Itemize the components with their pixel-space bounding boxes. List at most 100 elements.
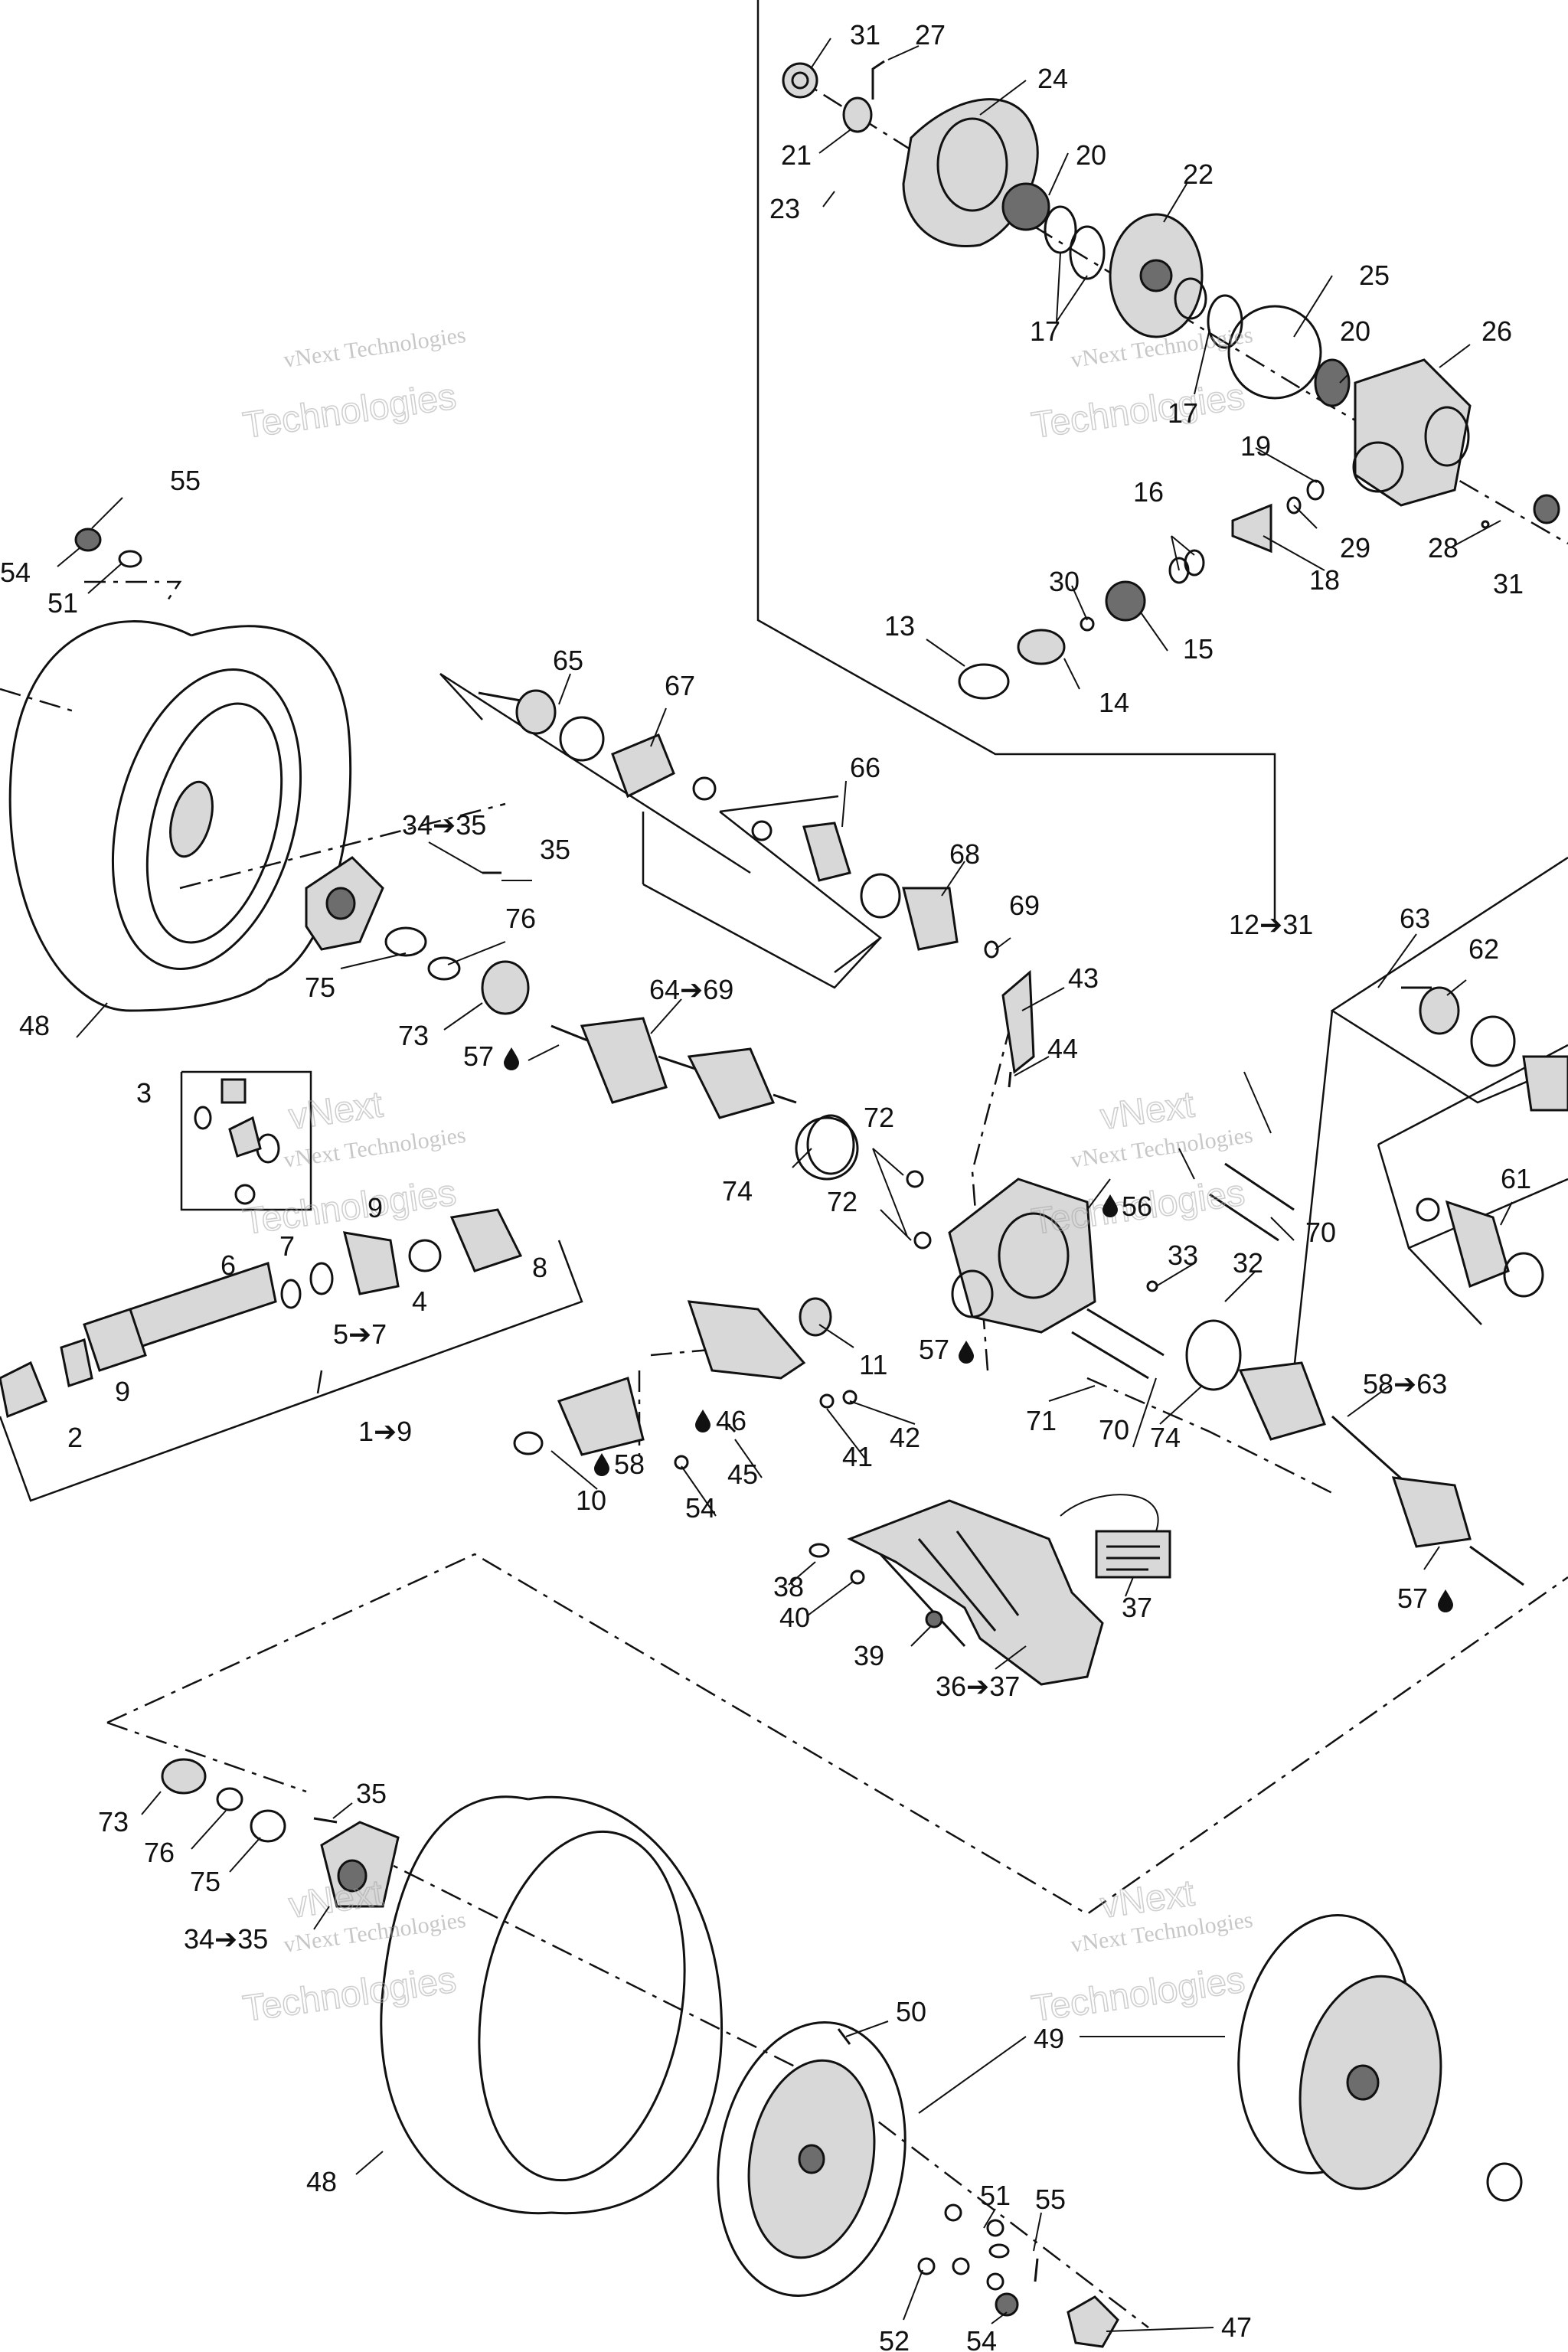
callout-8: 8 — [532, 1252, 547, 1283]
callout-20: 20 — [1076, 139, 1106, 171]
callout-54: 54 — [685, 1492, 716, 1524]
watermark-outline: vNext — [286, 1873, 385, 1926]
watermark-text: vNext Technologies — [282, 322, 467, 373]
callout-7: 7 — [279, 1230, 295, 1262]
callout-68: 68 — [949, 838, 980, 870]
callout-20: 20 — [1340, 315, 1370, 347]
callout-36-37: 36➔37 — [936, 1671, 1020, 1702]
callout-57: 57 — [919, 1334, 949, 1365]
callout-35: 35 — [356, 1778, 387, 1809]
watermark-outline: vNext — [1098, 1084, 1197, 1138]
callout-9: 9 — [368, 1192, 383, 1223]
callout-16: 16 — [1133, 476, 1164, 508]
callout-31: 31 — [1493, 568, 1524, 599]
callout-44: 44 — [1047, 1033, 1078, 1064]
callout-61: 61 — [1501, 1163, 1531, 1194]
oil-drop-icon — [504, 1047, 519, 1070]
callout-55: 55 — [1035, 2184, 1066, 2215]
callout-71: 71 — [1026, 1405, 1057, 1436]
callout-54: 54 — [966, 2325, 997, 2352]
callout-21: 21 — [781, 139, 812, 171]
callout-38: 38 — [773, 1571, 804, 1602]
callout-42: 42 — [890, 1422, 920, 1453]
callout-45: 45 — [727, 1459, 758, 1490]
callout-55: 55 — [170, 465, 201, 496]
leader-lines — [57, 38, 1513, 2332]
callout-62: 62 — [1468, 933, 1499, 965]
callout-22: 22 — [1183, 158, 1214, 190]
callout-14: 14 — [1099, 687, 1129, 718]
oil-drop-icon — [959, 1341, 974, 1364]
callout-48: 48 — [19, 1010, 50, 1041]
callout-74: 74 — [722, 1175, 753, 1207]
callout-47: 47 — [1221, 2311, 1252, 2343]
watermark-outline: Technologies — [1029, 1959, 1247, 2029]
callout-54: 54 — [0, 557, 31, 588]
callout-4: 4 — [412, 1285, 427, 1317]
callout-39: 39 — [854, 1640, 884, 1671]
center-lines — [0, 71, 1568, 2328]
oil-drop-icon — [1438, 1589, 1453, 1612]
callout-1-9: 1➔9 — [358, 1416, 412, 1447]
callout-70: 70 — [1305, 1217, 1336, 1248]
callout-57: 57 — [1397, 1583, 1428, 1614]
callout-3: 3 — [136, 1077, 152, 1109]
callout-67: 67 — [665, 670, 695, 701]
callout-29: 29 — [1340, 532, 1370, 564]
callout-17: 17 — [1168, 397, 1198, 429]
callout-51: 51 — [980, 2180, 1011, 2211]
callout-69: 69 — [1009, 890, 1040, 921]
callout-labels: 31 27 24 21 20 23 22 17 17 25 20 26 19 1… — [0, 19, 1531, 2352]
callout-64-69: 64➔69 — [649, 974, 733, 1005]
propeller-shaft — [0, 1078, 523, 1419]
oil-drop-icon — [594, 1453, 609, 1476]
callout-35: 35 — [540, 834, 570, 865]
callout-13: 13 — [884, 610, 915, 642]
frame-lines — [0, 0, 1568, 1502]
callout-66: 66 — [850, 752, 880, 783]
callout-26: 26 — [1481, 315, 1512, 347]
callout-57: 57 — [463, 1040, 494, 1072]
callout-73: 73 — [398, 1020, 429, 1051]
callout-24: 24 — [1037, 63, 1068, 94]
upper-left-tire — [8, 528, 530, 1015]
watermark-outline: Technologies — [1029, 376, 1247, 446]
callout-72: 72 — [827, 1186, 858, 1217]
callout-58-63: 58➔63 — [1363, 1368, 1447, 1400]
callout-75: 75 — [190, 1866, 220, 1897]
callout-43: 43 — [1068, 962, 1099, 994]
callout-33: 33 — [1168, 1240, 1198, 1271]
callout-25: 25 — [1359, 260, 1390, 291]
callout-50: 50 — [896, 1996, 926, 2027]
gearbox-housing — [513, 1116, 1295, 1470]
callout-18: 18 — [1309, 564, 1340, 596]
callout-30: 30 — [1049, 566, 1080, 597]
callout-31: 31 — [850, 19, 880, 51]
callout-75: 75 — [305, 972, 335, 1003]
callout-52: 52 — [879, 2325, 910, 2352]
callout-51: 51 — [47, 587, 78, 619]
callout-41: 41 — [842, 1441, 873, 1472]
callout-11: 11 — [859, 1349, 887, 1380]
callout-40: 40 — [779, 1602, 810, 1633]
callout-15: 15 — [1183, 633, 1214, 665]
callout-34-35: 34➔35 — [184, 1923, 268, 1955]
callout-73: 73 — [98, 1806, 129, 1838]
callout-74: 74 — [1150, 1422, 1181, 1453]
callout-76: 76 — [144, 1837, 175, 1868]
callout-19: 19 — [1240, 430, 1271, 462]
callout-34-35: 34➔35 — [402, 809, 486, 841]
callout-32: 32 — [1233, 1247, 1263, 1279]
callout-49: 49 — [1034, 2023, 1064, 2054]
callout-12-31: 12➔31 — [1229, 909, 1313, 940]
watermark-outline: Technologies — [240, 1172, 459, 1242]
callout-6: 6 — [220, 1250, 236, 1281]
callout-9: 9 — [115, 1376, 130, 1407]
aluminum-rim — [1237, 1913, 1523, 2202]
callout-27: 27 — [915, 19, 946, 51]
axle-shafts — [478, 689, 1568, 1586]
callout-37: 37 — [1122, 1592, 1152, 1623]
callout-58: 58 — [614, 1449, 645, 1480]
callout-46: 46 — [716, 1405, 746, 1436]
